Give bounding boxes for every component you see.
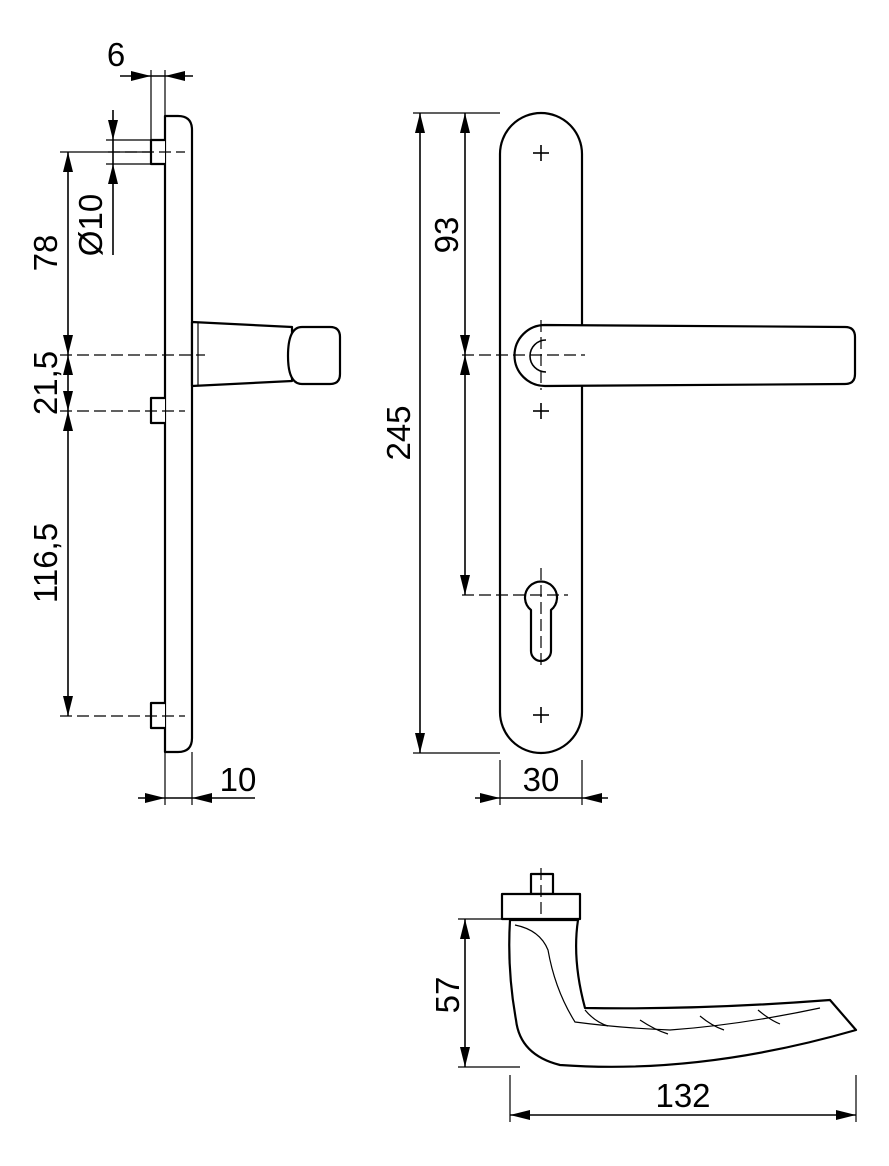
dim-screw-to-spindle-label: 78: [27, 235, 64, 272]
side-view-plate: [163, 114, 194, 754]
top-view-lever: [508, 918, 858, 1068]
top-view-spindle: [529, 872, 555, 896]
dim-spindle-from-top-label: 93: [428, 217, 465, 254]
dim-plate-length: 245: [380, 112, 500, 754]
dim-handle-length: 132: [509, 1075, 857, 1122]
top-view: [500, 868, 858, 1068]
side-view-handle-grip: [286, 325, 342, 386]
dim-spindle-to-cylinder: [460, 355, 470, 595]
front-view-screw-middle: [533, 403, 549, 419]
dim-screw-diameter-label: Ø10: [72, 194, 109, 256]
dim-plate-width-label: 30: [523, 761, 560, 798]
dim-screw-offset: 6: [107, 36, 193, 140]
front-view-screw-bottom: [533, 707, 549, 723]
side-view: [60, 114, 342, 754]
dim-handle-height-label: 57: [429, 977, 466, 1014]
dim-spindle-to-screw-label: 21,5: [27, 351, 64, 415]
front-view-screw-top: [533, 145, 549, 161]
front-view-plate: [498, 111, 584, 755]
dim-plate-thickness: 10: [138, 752, 256, 805]
dim-plate-thickness-label: 10: [220, 761, 257, 798]
dim-spindle-from-top: 93: [428, 113, 470, 355]
dim-screw-to-screw-label: 116,5: [27, 523, 64, 603]
dim-handle-length-label: 132: [655, 1077, 710, 1114]
dim-plate-length-label: 245: [380, 405, 417, 460]
dim-screw-diameter: Ø10: [72, 110, 151, 256]
front-view: [462, 111, 857, 755]
dim-handle-height: 57: [429, 918, 520, 1068]
dim-chain-left: 78 21,5 116,5: [27, 151, 151, 716]
side-view-handle-neck: [190, 320, 294, 388]
front-view-lever-handle: [513, 323, 857, 388]
dim-screw-offset-label: 6: [107, 36, 125, 73]
dim-plate-width: 30: [475, 760, 608, 805]
